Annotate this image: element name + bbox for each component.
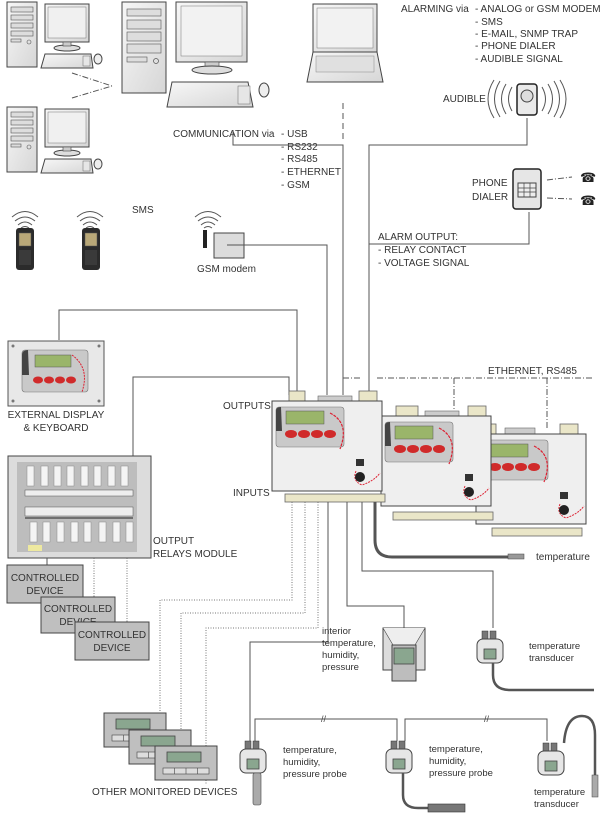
pc-workstation-top — [6, 1, 103, 69]
svg-text://: // — [484, 714, 490, 724]
alarming-heading: ALARMING via — [401, 4, 469, 15]
controlled-device-3: CONTROLLED DEVICE — [74, 621, 150, 661]
transducer-label: temperature — [534, 787, 585, 798]
gsm-modem-label: GSM modem — [197, 264, 256, 275]
svg-text:temperature,: temperature, — [322, 638, 376, 649]
humidity-pressure-probe-1 — [239, 740, 267, 774]
alarming-item: - SMS — [475, 17, 503, 28]
svg-text:pressure probe: pressure probe — [429, 768, 493, 779]
svg-text:DEVICE: DEVICE — [93, 643, 131, 654]
alarming-item: - E-MAIL, SNMP TRAP — [475, 29, 578, 40]
svg-text://: // — [321, 714, 327, 724]
alarming-item: - AUDIBLE SIGNAL — [475, 54, 563, 65]
svg-text:humidity,: humidity, — [429, 756, 466, 767]
input-wire — [361, 502, 494, 628]
bus-wire — [254, 718, 398, 741]
svg-text:humidity,: humidity, — [283, 757, 320, 768]
interior-label: interior temperature, humidity, pressure — [322, 626, 376, 673]
communication-item: - ETHERNET — [281, 167, 341, 178]
outputs-label: OUTPUTS — [223, 401, 271, 412]
display-wire — [58, 309, 298, 395]
laptop — [306, 3, 384, 83]
temperature-probe-cable — [373, 502, 508, 559]
transducer-label: transducer — [529, 653, 574, 664]
phone-dialer-label: PHONE — [472, 178, 508, 189]
other-devices-label: OTHER MONITORED DEVICES — [92, 787, 238, 798]
svg-text:CONTROLLED: CONTROLLED — [11, 573, 79, 584]
svg-text:interior: interior — [322, 626, 351, 637]
inputs-label: INPUTS — [233, 488, 270, 499]
svg-text:temperature,: temperature, — [283, 745, 337, 756]
communication-item: - RS485 — [281, 154, 318, 165]
comm-wire — [232, 130, 344, 395]
svg-text:humidity,: humidity, — [322, 650, 359, 661]
bus-wire — [404, 718, 548, 741]
svg-text:DEVICE: DEVICE — [26, 586, 64, 597]
pc-workstation-bottom — [6, 106, 103, 174]
input-wire — [180, 502, 306, 767]
telephone-icon: ☎ — [580, 193, 596, 208]
external-display-keyboard — [7, 340, 105, 407]
svg-text:pressure probe: pressure probe — [283, 769, 347, 780]
interior-sensor — [382, 627, 426, 682]
controller-unit-2 — [380, 405, 494, 521]
controller-unit-main — [271, 390, 386, 503]
svg-text:temperature,: temperature, — [429, 744, 483, 755]
probe-label-1: temperature, humidity, pressure probe — [283, 745, 347, 780]
alarm-output-item: - RELAY CONTACT — [378, 245, 466, 256]
alarm-wire — [368, 118, 528, 395]
input-wire — [249, 502, 329, 741]
mobile-phone-icon — [15, 227, 35, 271]
communication-item: - RS232 — [281, 142, 318, 153]
alarming-item: - ANALOG or GSM MODEM — [475, 4, 600, 15]
alarming-list: ALARMING via - ANALOG or GSM MODEM - SMS… — [401, 4, 600, 65]
relays-wire — [132, 376, 290, 456]
gsm-wire — [227, 244, 328, 395]
network-link — [71, 72, 113, 87]
relays-module-label: OUTPUT — [153, 536, 194, 547]
sms-label: SMS — [132, 205, 154, 216]
communication-list: COMMUNICATION via - USB - RS232 - RS485 … — [173, 129, 341, 191]
transducer-label: temperature — [529, 641, 580, 652]
output-relays-module — [7, 455, 152, 559]
audible-label: AUDIBLE — [443, 94, 486, 105]
phone-dialer-label: DIALER — [472, 192, 508, 203]
communication-heading: COMMUNICATION via — [173, 129, 275, 140]
external-display-label: & KEYBOARD — [23, 423, 88, 434]
external-display-label: EXTERNAL DISPLAY — [8, 410, 105, 421]
input-wire — [205, 502, 319, 785]
temperature-label: temperature — [536, 552, 590, 563]
humidity-pressure-probe-2 — [385, 740, 413, 774]
network-link — [71, 85, 113, 99]
transducer-label: transducer — [534, 799, 579, 810]
temperature-transducer — [476, 630, 504, 664]
relays-module-label: RELAYS MODULE — [153, 549, 238, 560]
pc-main — [121, 1, 270, 108]
telephone-icon: ☎ — [580, 170, 596, 185]
communication-item: - USB — [281, 129, 308, 140]
signal-waves-icon — [11, 211, 39, 229]
signal-waves-icon — [194, 211, 222, 229]
temperature-probe — [507, 553, 525, 560]
gsm-modem-icon — [203, 230, 245, 259]
alarm-output-item: - VOLTAGE SIGNAL — [378, 258, 470, 269]
svg-text:CONTROLLED: CONTROLLED — [78, 630, 146, 641]
monitored-device-3 — [154, 745, 218, 781]
alarm-output-heading: ALARM OUTPUT: — [378, 232, 458, 243]
ethernet-label: ETHERNET, RS485 — [488, 366, 577, 377]
signal-waves-icon — [76, 211, 104, 229]
svg-text:pressure: pressure — [322, 662, 359, 673]
svg-text:CONTROLLED: CONTROLLED — [44, 604, 112, 615]
alarming-item: - PHONE DIALER — [475, 41, 556, 52]
temperature-transducer-2 — [537, 742, 565, 776]
communication-item: - GSM — [281, 180, 310, 191]
dialer-wire — [369, 212, 530, 245]
mobile-phone-icon — [81, 227, 101, 271]
probe-label-2: temperature, humidity, pressure probe — [429, 744, 493, 779]
speaker-icon — [487, 79, 567, 119]
phone-dialer-icon — [512, 168, 542, 210]
